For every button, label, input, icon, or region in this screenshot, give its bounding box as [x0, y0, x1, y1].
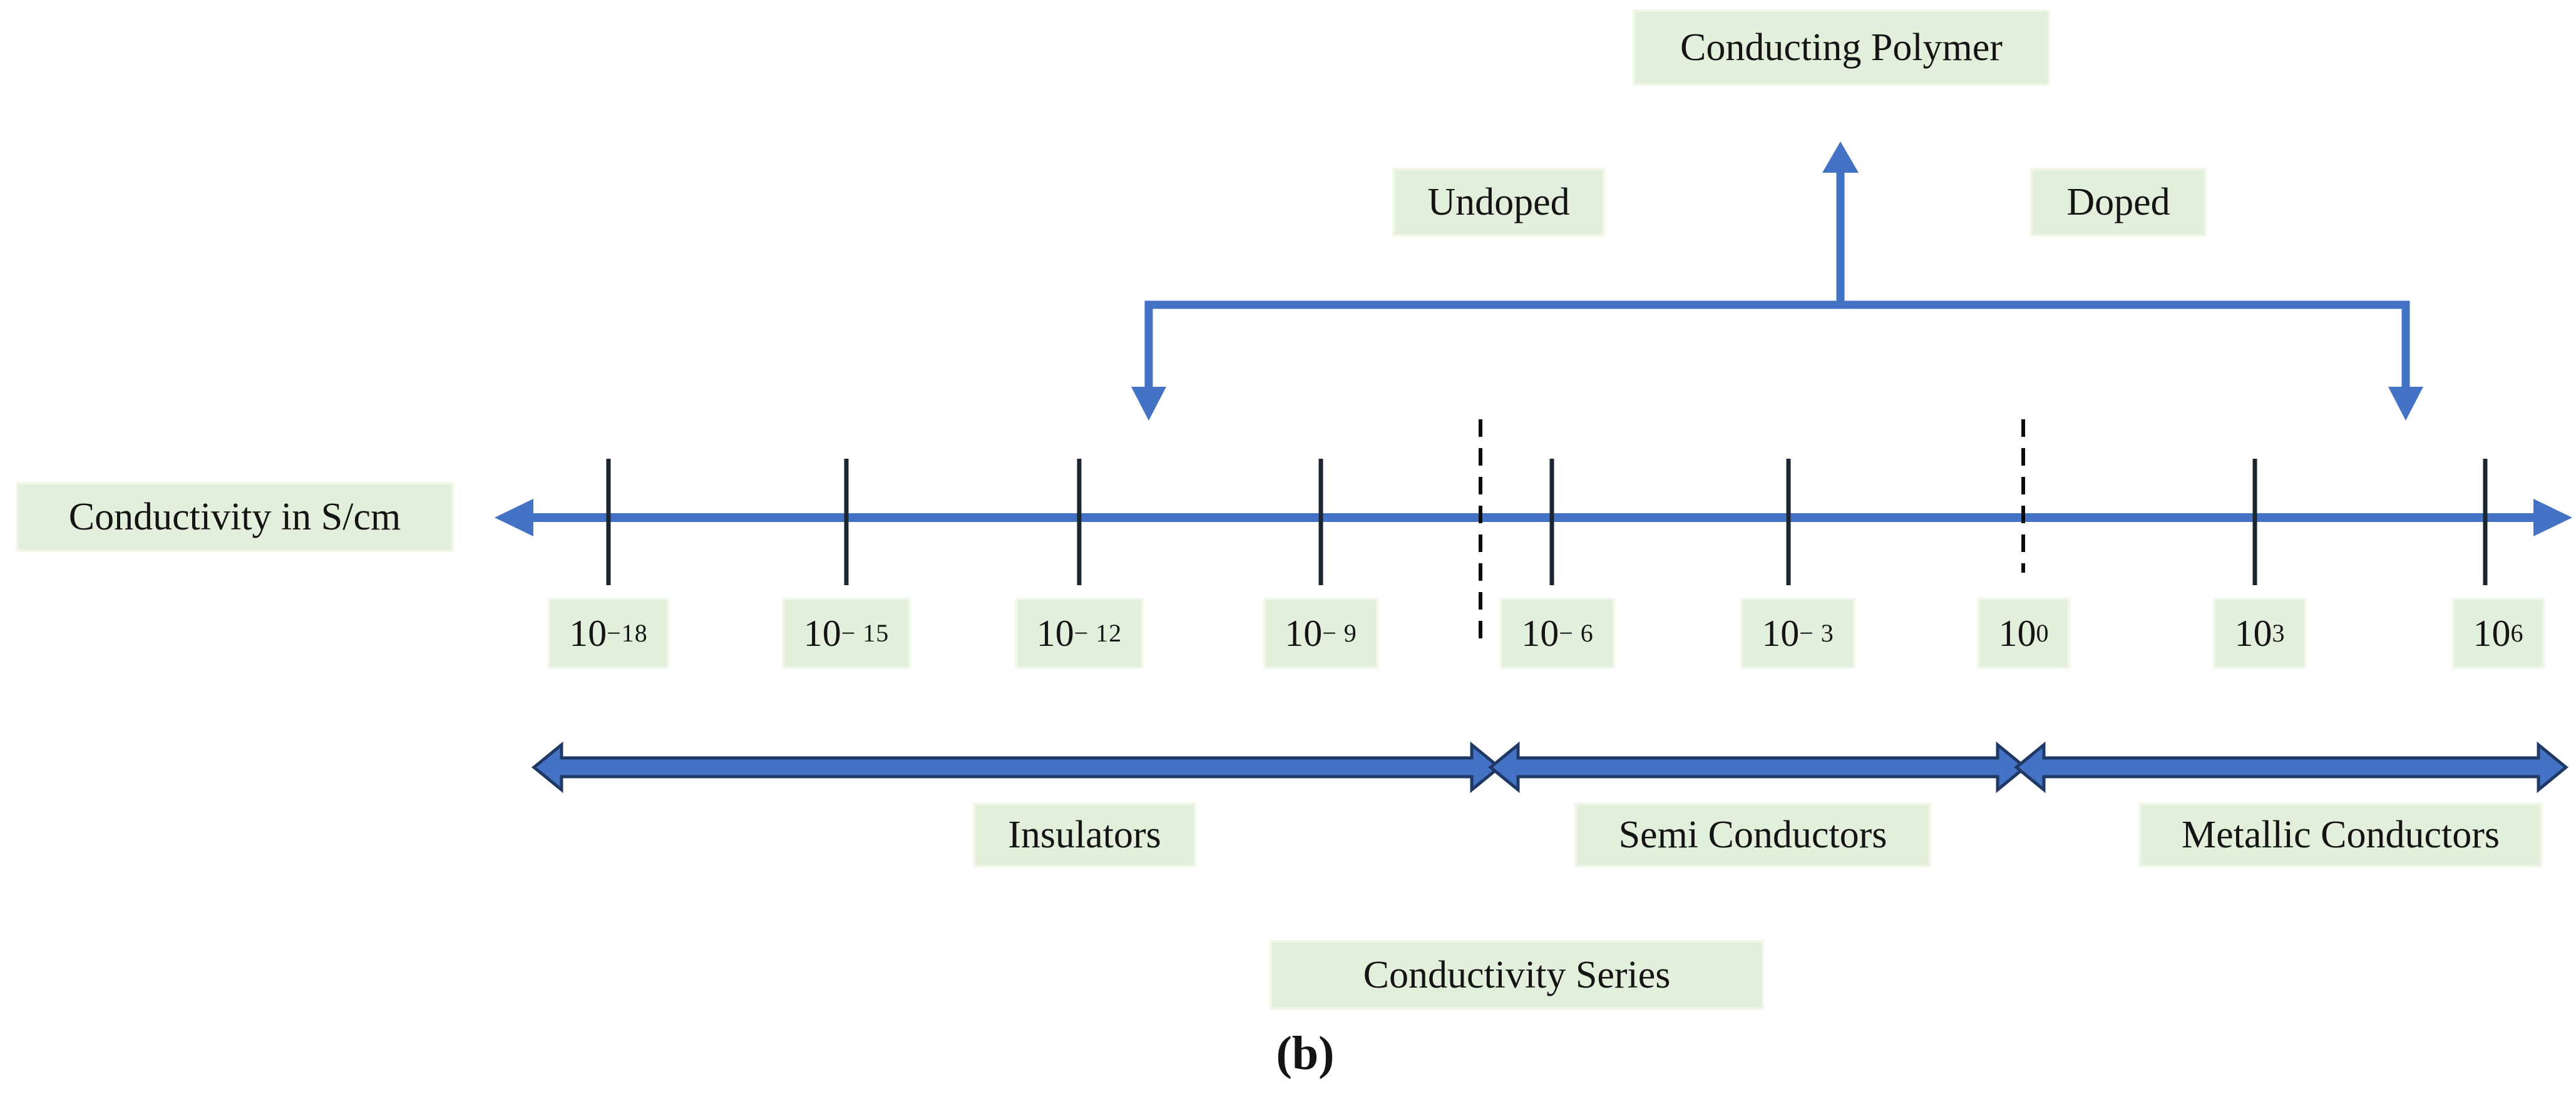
- tick-exponent: − 15: [841, 619, 890, 647]
- bracket-left-down-arrowhead-icon: [1131, 387, 1166, 421]
- tick-base: 10: [2473, 613, 2511, 654]
- tick-base: 10: [1998, 613, 2036, 654]
- tick-exponent: − 3: [1799, 619, 1834, 647]
- tick-base: 10: [1521, 613, 1559, 654]
- tick-label: 10− 3: [1740, 598, 1855, 669]
- tick-exponent: − 9: [1322, 619, 1357, 647]
- tick-label: 10− 9: [1263, 598, 1378, 669]
- tick-exponent: 3: [2272, 619, 2286, 647]
- tick-label: 10− 6: [1500, 598, 1615, 669]
- undoped-label: Undoped: [1392, 168, 1605, 237]
- tick-base: 10: [1285, 613, 1323, 654]
- metallic-conductors-label: Metallic Conductors: [2138, 802, 2543, 867]
- figure-caption: (b): [1276, 1027, 1335, 1080]
- polymer-up-arrowhead-icon: [1822, 141, 1859, 173]
- tick-exponent: − 6: [1559, 619, 1594, 647]
- axis-tick-marks: [606, 459, 2488, 585]
- range-arrow-metallic-conductors: [2014, 741, 2568, 794]
- tick-label: 10− 15: [782, 598, 911, 669]
- semi-conductors-label: Semi Conductors: [1574, 802, 1931, 867]
- tick-base: 10: [1762, 613, 1800, 654]
- tick-base: 10: [1036, 613, 1074, 654]
- tick-exponent: 0: [2036, 619, 2050, 647]
- insulators-label: Insulators: [973, 802, 1196, 867]
- axis-right-arrowhead-icon: [2533, 499, 2572, 536]
- tick-exponent: 6: [2510, 619, 2524, 647]
- range-arrow-semi-conductors: [1488, 741, 2028, 794]
- doped-label: Doped: [2030, 168, 2207, 237]
- tick-base: 10: [803, 613, 841, 654]
- tick-exponent: − 12: [1074, 619, 1122, 647]
- tick-base: 10: [569, 613, 607, 654]
- conducting-polymer-label: Conducting Polymer: [1633, 9, 2050, 86]
- range-arrow-insulators: [531, 741, 1502, 794]
- axis-title-label: Conductivity in S/cm: [16, 482, 454, 552]
- tick-exponent: −18: [607, 619, 648, 647]
- tick-label: 10−18: [548, 598, 669, 669]
- tick-base: 10: [2234, 613, 2272, 654]
- tick-label: 10− 12: [1015, 598, 1144, 669]
- conductivity-series-label: Conductivity Series: [1270, 940, 1764, 1010]
- axis-left-arrowhead-icon: [495, 499, 533, 536]
- polymer-bracket: [1144, 300, 2410, 394]
- bracket-right-down-arrowhead-icon: [2388, 387, 2423, 421]
